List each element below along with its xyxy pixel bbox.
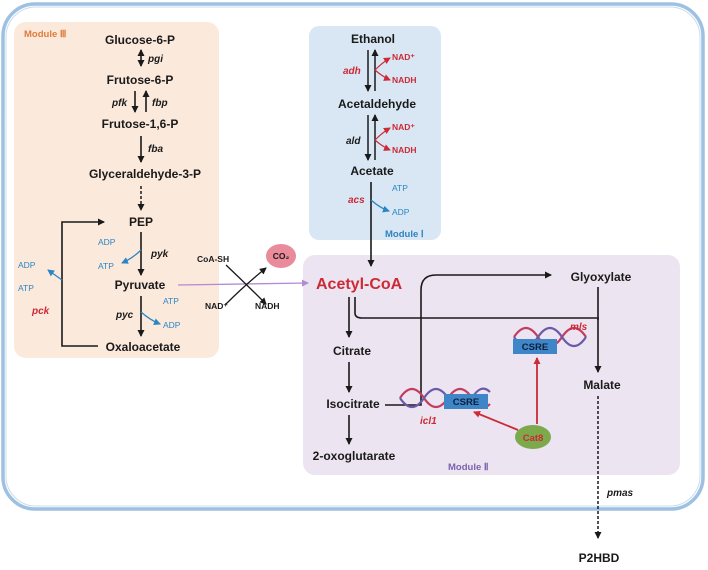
- cat8-label: Cat8: [523, 433, 544, 444]
- enzyme-fba: fba: [148, 144, 163, 155]
- adh-nadh-arrow: [374, 69, 391, 81]
- module-2-label: Module Ⅱ: [448, 462, 489, 473]
- pck-adp-label: ADP: [18, 260, 36, 270]
- adh-nad-arrow: [374, 57, 391, 71]
- ald-nadh-label: NADH: [392, 145, 417, 155]
- pyruvate-to-acetylcoa-arrow: [177, 279, 309, 287]
- metabolite-isocitrate: Isocitrate: [326, 397, 380, 411]
- nad-label: NAD⁺: [205, 301, 228, 311]
- metabolite-oxaloacetate: Oxaloacetate: [106, 340, 181, 354]
- metabolite-pep: PEP: [129, 215, 153, 229]
- metabolite-frutose-6-p: Frutose-6-P: [107, 73, 174, 87]
- csre-box-icl1: [444, 394, 488, 409]
- module-1-label: Module Ⅰ: [385, 229, 424, 240]
- metabolite-frutose-1-6-p: Frutose-1,6-P: [102, 117, 179, 131]
- module-3-label: Module Ⅲ: [24, 29, 67, 40]
- acs-adp-arrow: [370, 199, 390, 213]
- ald-nadh-arrow: [374, 139, 391, 151]
- adh-nad-label: NAD⁺: [392, 52, 415, 62]
- acs-atp-label: ATP: [392, 183, 408, 193]
- enzyme-pck: pck: [31, 306, 50, 317]
- csre-icl1-label: CSRE: [453, 397, 479, 408]
- adh-nadh-label: NADH: [392, 75, 417, 85]
- csre-box-mls: [513, 339, 557, 354]
- ald-nad-arrow: [374, 127, 391, 141]
- cell-boundary-inner: [5, 6, 701, 507]
- pyk-adp-label: ADP: [98, 237, 116, 247]
- enzyme-ald: ald: [346, 136, 361, 147]
- metabolite-glyceraldehyde-3-p: Glyceraldehyde-3-P: [89, 167, 201, 181]
- pck-arrow: [61, 218, 105, 347]
- enzyme-pyc: pyc: [115, 310, 134, 321]
- module-2-panel: [303, 255, 680, 475]
- acs-adp-label: ADP: [392, 207, 410, 217]
- coash-label: CoA-SH: [197, 254, 229, 264]
- metabolite-acetate: Acetate: [350, 164, 394, 178]
- cell-boundary: [1, 2, 705, 511]
- csre-mls-label: CSRE: [522, 342, 548, 353]
- metabolite-2-oxoglutarate: 2-oxoglutarate: [313, 449, 396, 463]
- metabolite-pyruvate: Pyruvate: [115, 278, 166, 292]
- metabolite-acetyl-coa: Acetyl-CoA: [316, 276, 403, 293]
- co2-label: CO₂: [273, 251, 290, 261]
- metabolite-malate: Malate: [583, 378, 621, 392]
- pyk-atp-arrow: [121, 249, 142, 264]
- pdh-cross-2: [225, 267, 267, 305]
- pck-atp-label: ATP: [18, 283, 34, 293]
- pck-adp-arrow: [47, 269, 63, 281]
- enzyme-pyk: pyk: [150, 249, 169, 260]
- metabolite-ethanol: Ethanol: [351, 32, 395, 46]
- metabolite-citrate: Citrate: [333, 344, 371, 358]
- metabolite-p2hbd: P2HBD: [579, 551, 620, 565]
- metabolite-glucose-6-p: Glucose-6-P: [105, 33, 175, 47]
- enzyme-acs: acs: [348, 195, 365, 206]
- gene-icl1: icl1: [420, 416, 437, 427]
- enzyme-pfk: pfk: [111, 98, 127, 109]
- module-3-panel: [14, 22, 219, 358]
- cat8-protein: [515, 425, 551, 449]
- gene-mls: mls: [570, 322, 588, 333]
- pyc-atp-label: ATP: [163, 296, 179, 306]
- pyk-atp-label: ATP: [98, 261, 114, 271]
- enzyme-pgi: pgi: [147, 54, 163, 65]
- pyc-adp-label: ADP: [163, 320, 181, 330]
- enzyme-pmas: pmas: [606, 488, 634, 499]
- cat8-to-icl1-arrow: [473, 411, 519, 431]
- co2-bubble: [266, 244, 296, 268]
- enzyme-fbp: fbp: [152, 98, 168, 109]
- enzyme-adh: adh: [343, 66, 361, 77]
- nadh-label: NADH: [255, 301, 280, 311]
- ald-nad-label: NAD⁺: [392, 122, 415, 132]
- acetylcoa-to-mls-arrow: [354, 297, 602, 373]
- pyc-adp-arrow: [140, 311, 161, 326]
- metabolite-glyoxylate: Glyoxylate: [571, 270, 632, 284]
- icl1-arrow: [385, 271, 552, 406]
- metabolite-acetaldehyde: Acetaldehyde: [338, 97, 416, 111]
